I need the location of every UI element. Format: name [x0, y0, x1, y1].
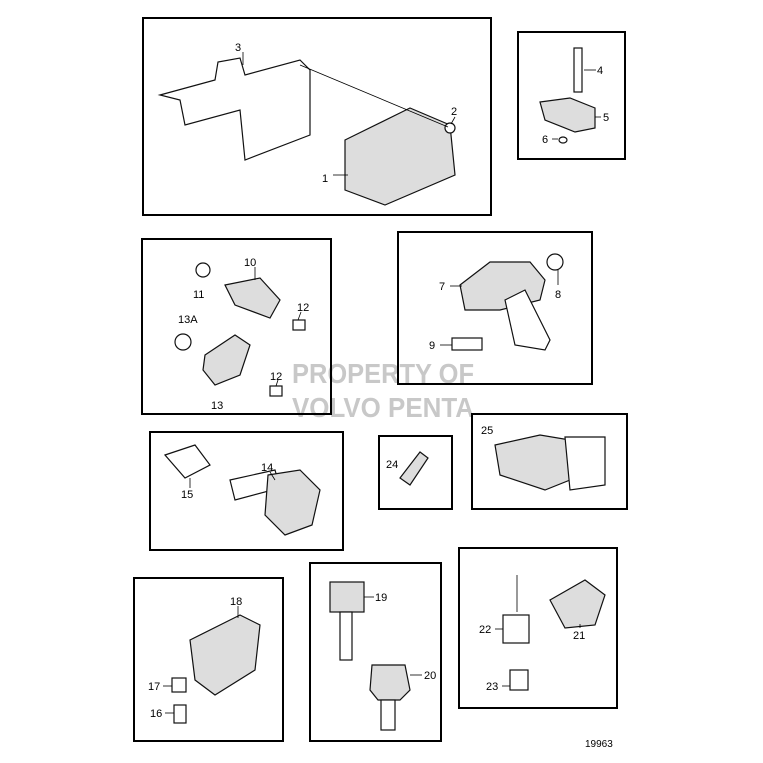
group-frame [458, 547, 618, 709]
sensor-24-part [399, 451, 429, 486]
sender-18-part [189, 614, 261, 696]
tee-22-part [502, 614, 530, 644]
o-ring-8-part [546, 253, 564, 271]
group-frame [471, 413, 628, 510]
callout-19: 19 [375, 592, 387, 604]
screw-12-part [269, 385, 283, 397]
stud-part [573, 47, 583, 93]
group-knock-21: 22 21 23 [458, 547, 618, 709]
sensor-25-part [494, 434, 571, 491]
callout-10: 10 [244, 257, 256, 269]
screw-12-part [292, 319, 306, 331]
callout-2: 2 [451, 106, 457, 118]
sensor-part [539, 97, 596, 133]
callout-25: 25 [481, 425, 493, 437]
group-frame [141, 238, 332, 415]
callout-4: 4 [597, 65, 603, 77]
callout-13: 13 [211, 400, 223, 412]
group-sensors-10-13: 10 11 12 13A 13 12 [141, 238, 332, 415]
callout-13a: 13A [178, 314, 198, 326]
sensor-20-part [369, 664, 411, 701]
callout-15: 15 [181, 489, 193, 501]
group-frame [309, 562, 442, 742]
callout-24: 24 [386, 459, 398, 471]
elbow-17-part [171, 677, 187, 693]
callout-8: 8 [555, 289, 561, 301]
sensor-13-part [202, 334, 251, 386]
group-sensor-5: 4 5 6 [517, 31, 626, 160]
group-sender-18: 18 17 16 [133, 577, 284, 742]
bracket-part [157, 57, 311, 161]
sensor-20-probe [380, 699, 396, 731]
group-frame [133, 577, 284, 742]
group-frame [149, 431, 344, 551]
callout-20: 20 [424, 670, 436, 682]
ecu-part [344, 107, 456, 206]
fitting-16-part [173, 704, 187, 724]
group-sender-14: 14 15 [149, 431, 344, 551]
callout-3: 3 [235, 42, 241, 54]
callout-18: 18 [230, 596, 242, 608]
sensor-21-part [549, 579, 606, 629]
callout-9: 9 [429, 340, 435, 352]
callout-12: 12 [297, 302, 309, 314]
callout-16: 16 [150, 708, 162, 720]
callout-14: 14 [261, 462, 273, 474]
sensor-7-part [459, 261, 546, 311]
group-sensor-7: 7 8 9 [397, 231, 593, 385]
callout-23: 23 [486, 681, 498, 693]
group-frame [378, 435, 453, 510]
screw-part [444, 122, 456, 134]
sender-14-part [264, 469, 321, 536]
callout-21: 21 [573, 630, 585, 642]
o-ring-13a-part [174, 333, 192, 351]
sensor-19-probe [339, 611, 353, 661]
group-sensors-19-20: 19 20 [309, 562, 442, 742]
callout-5: 5 [603, 112, 609, 124]
callout-1: 1 [322, 173, 328, 185]
callout-17: 17 [148, 681, 160, 693]
flange-part [564, 436, 606, 491]
callout-11: 11 [193, 289, 204, 301]
group-ecu: 3 2 1 [142, 17, 492, 216]
callout-22: 22 [479, 624, 491, 636]
watermark-line2: VOLVO PENTA [292, 392, 474, 423]
group-frame [397, 231, 593, 385]
sensor-19-part [329, 581, 365, 613]
bracket-part [504, 289, 551, 351]
group-sensor-24: 24 [378, 435, 453, 510]
group-frame [517, 31, 626, 160]
sensor-10-part [224, 277, 281, 319]
o-ring-part [558, 136, 568, 144]
callout-7: 7 [439, 281, 445, 293]
o-ring-part [195, 262, 211, 278]
callout-6: 6 [542, 134, 548, 146]
group-sensor-25: 25 [471, 413, 628, 510]
adapter-15-part [163, 444, 211, 479]
bolt-9-part [451, 337, 483, 351]
plug-23-part [509, 669, 529, 691]
group-frame [142, 17, 492, 216]
drawing-number: 19963 [585, 739, 613, 750]
callout-12: 12 [270, 371, 282, 383]
